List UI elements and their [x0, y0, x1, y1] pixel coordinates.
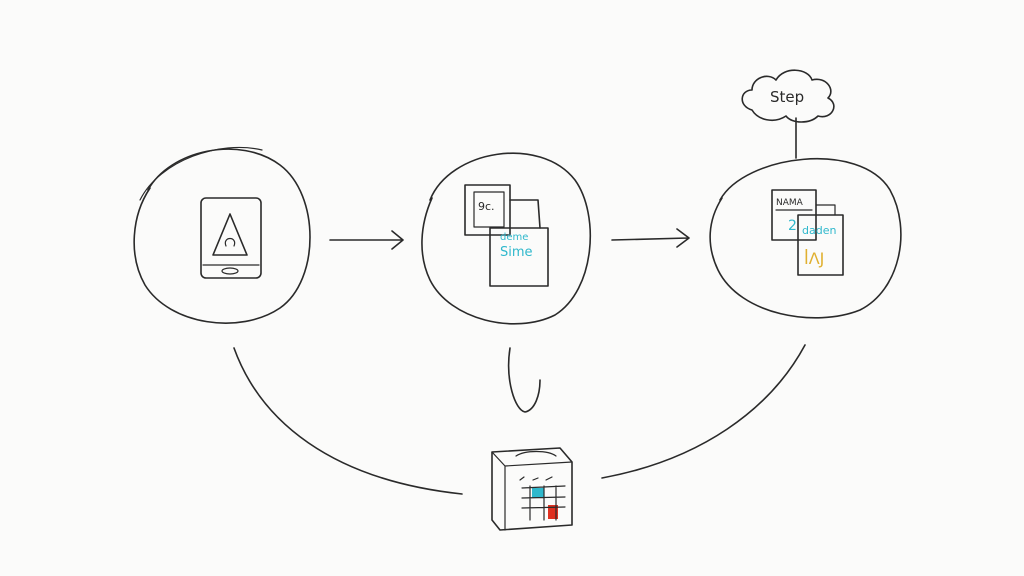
node-forms: Step NAMA 2 daden ꟾΛJ: [709, 69, 902, 319]
cloud-icon: Step: [741, 69, 835, 123]
node-phone: [133, 146, 311, 324]
note-text: 9c.: [478, 200, 495, 213]
card-line1: deme: [500, 232, 528, 243]
form-cards-icon: NAMA 2 daden ꟾΛJ: [771, 189, 844, 276]
cloud-label: Step: [770, 88, 804, 106]
storage-box-icon: [491, 447, 573, 531]
node-documents: 9c. deme Sime: [421, 152, 592, 325]
card-front-line2: ꟾΛJ: [804, 249, 824, 268]
card-number: 2: [788, 218, 797, 234]
arrow-1: [329, 230, 404, 250]
curve-left: [233, 347, 463, 495]
phone-icon: [200, 197, 262, 279]
arrow-2: [611, 228, 690, 248]
card-front-line1: daden: [802, 224, 836, 237]
card-header: NAMA: [776, 198, 804, 208]
curve-right: [601, 344, 806, 479]
documents-icon: 9c. deme Sime: [464, 184, 549, 287]
card-line2: Sime: [500, 245, 533, 260]
arrow-down: [507, 347, 541, 413]
